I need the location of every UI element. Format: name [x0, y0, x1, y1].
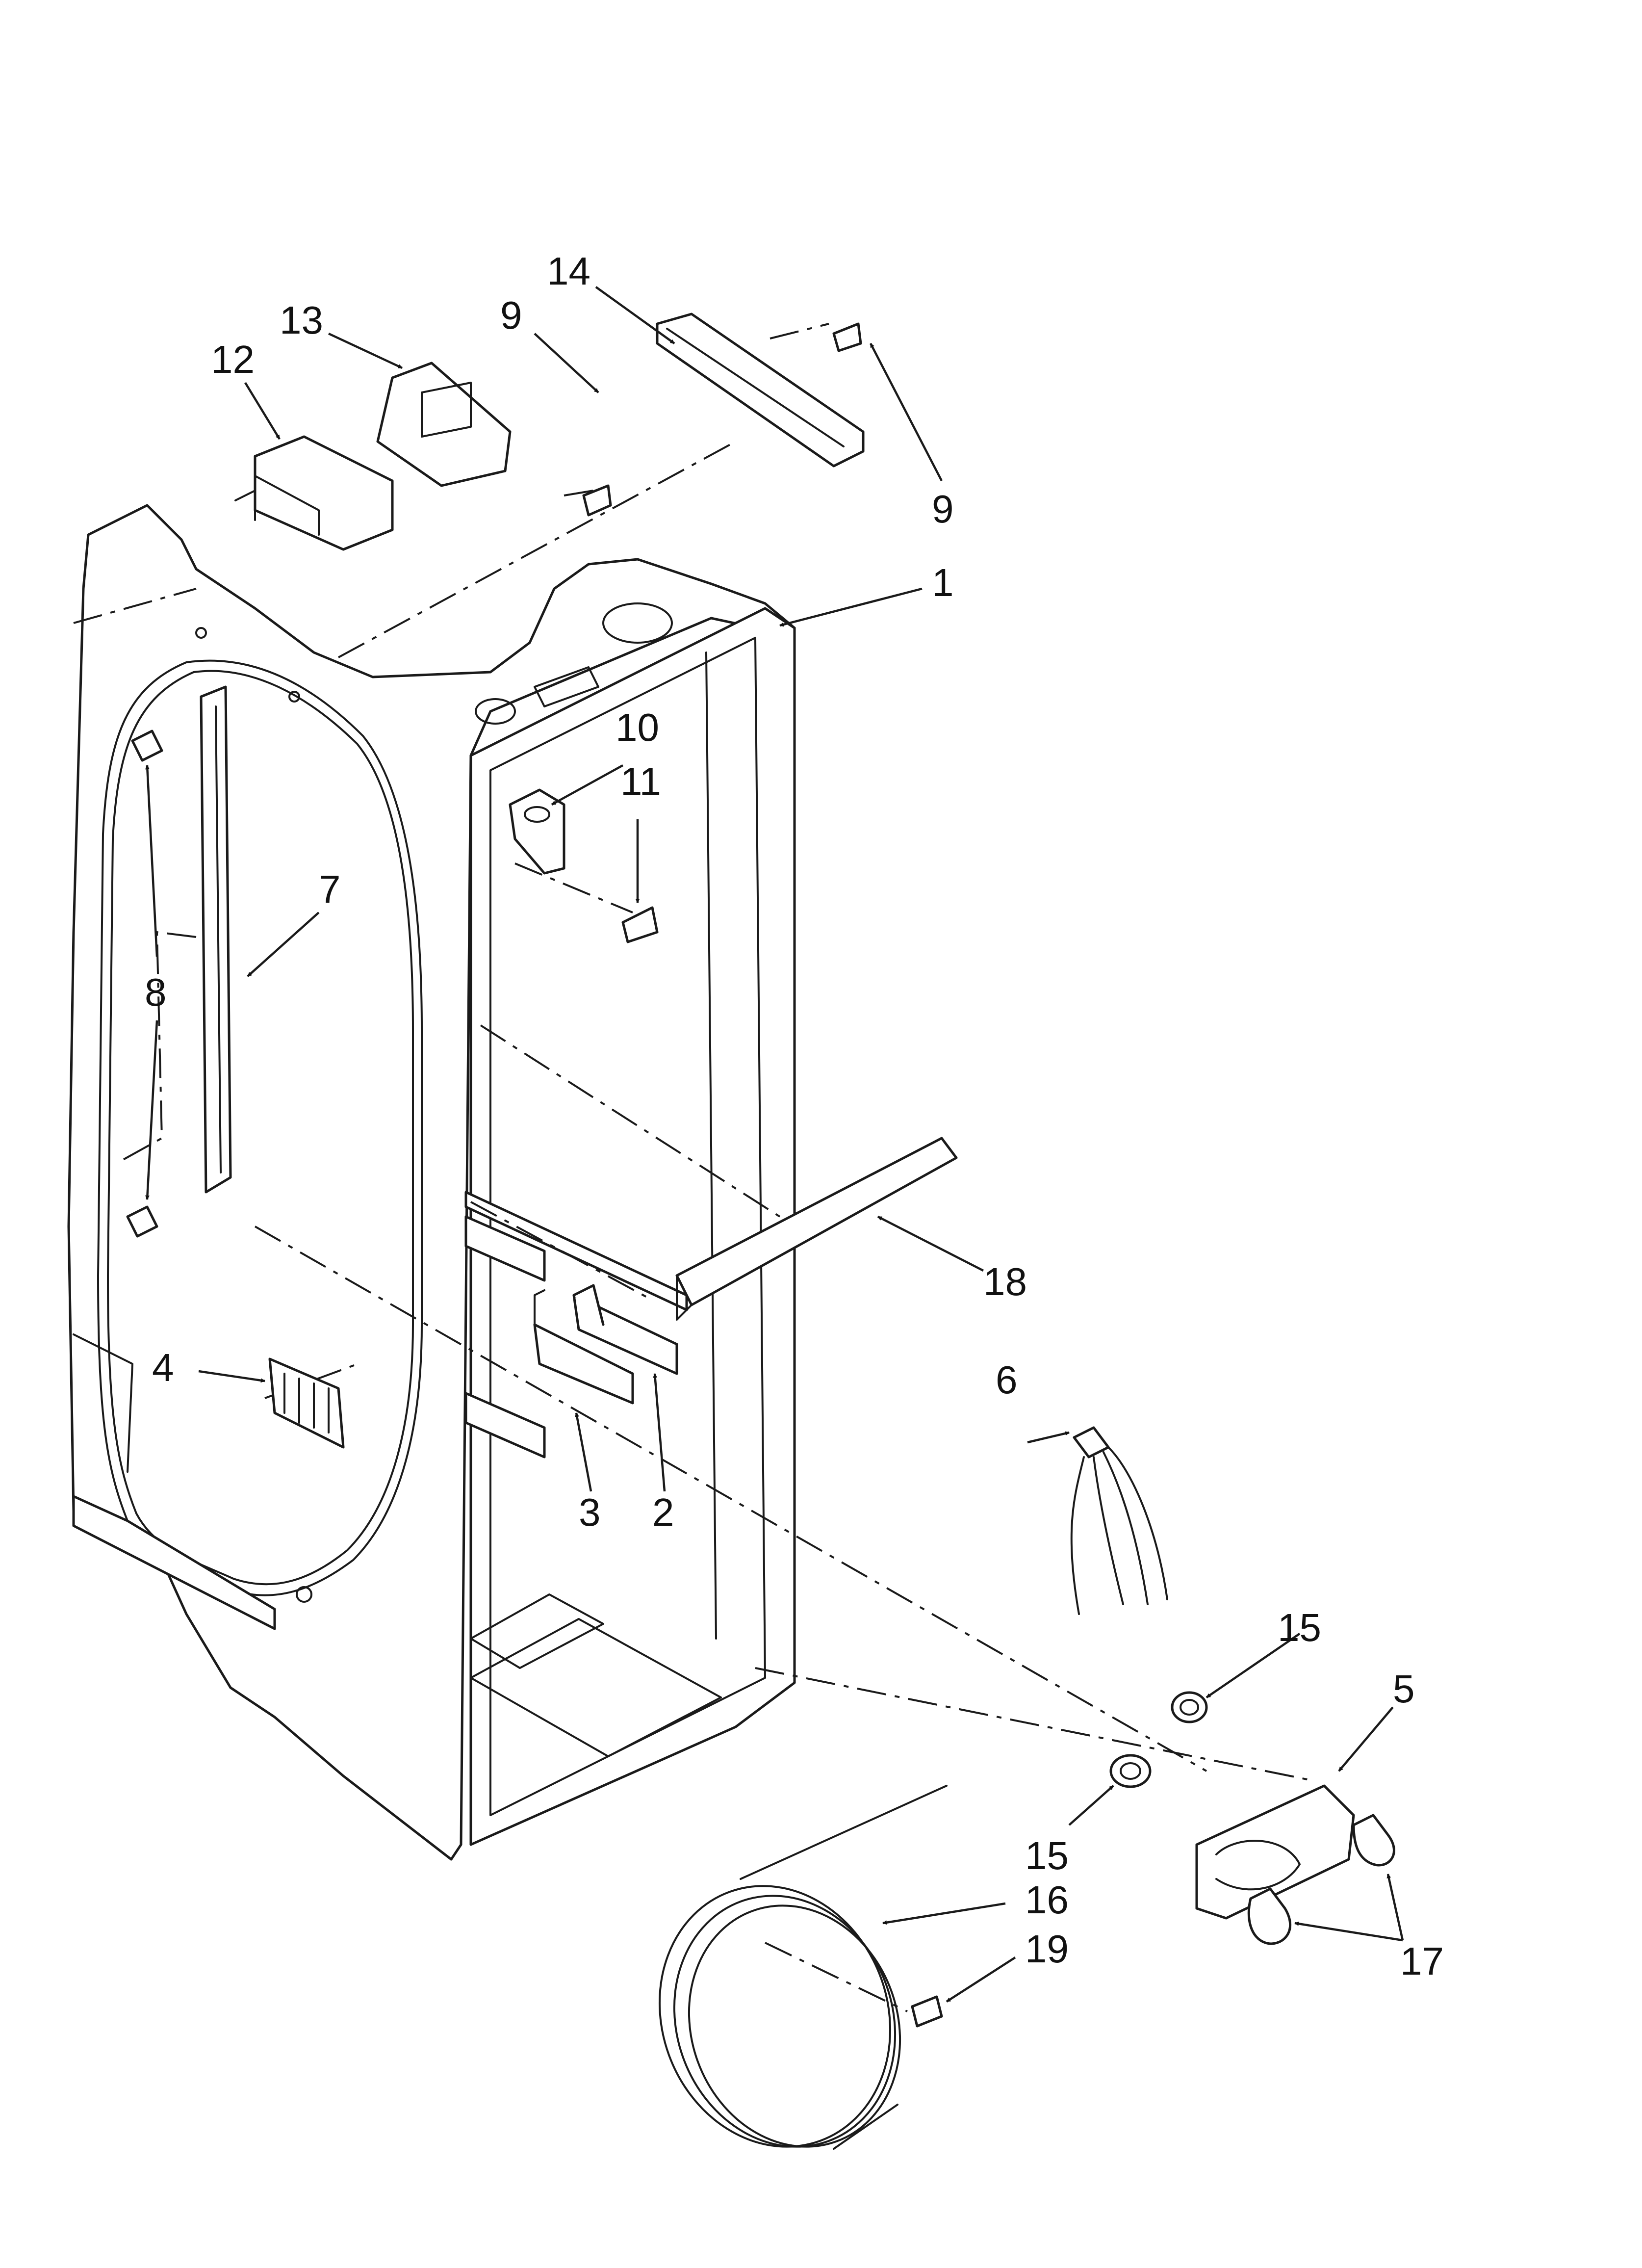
callout-18: 18: [983, 1260, 1027, 1303]
light-housing-5: [1195, 1784, 1355, 1920]
screw-8-top: [131, 730, 163, 762]
top-rail-14: [656, 313, 865, 468]
assembly-lines: [73, 323, 1315, 2012]
callout-labels: 1 2 3 4 5 6 7 8 9 9 10 11 12 13 14 15 15…: [145, 249, 1444, 1983]
bracket-18: [675, 1137, 958, 1321]
bracket-3: [533, 1289, 634, 1405]
control-housing-12: [234, 435, 394, 551]
bracket-10: [509, 788, 565, 875]
callout-14: 14: [547, 249, 590, 293]
callout-4: 4: [152, 1346, 174, 1389]
callout-13: 13: [280, 298, 323, 342]
callout-2: 2: [652, 1490, 674, 1534]
bulb-17-upper: [1352, 1814, 1395, 1867]
screw-8-bottom: [126, 1205, 158, 1238]
screw-9-right: [832, 322, 862, 352]
callout-15-lower: 15: [1025, 1834, 1069, 1877]
callout-17: 17: [1400, 1939, 1444, 1983]
callout-9-top: 9: [500, 293, 522, 337]
bracket-2: [572, 1284, 678, 1375]
callout-9-right: 9: [932, 487, 954, 531]
leader-arrows: [145, 286, 1404, 2003]
grommet-15-lower: [1109, 1754, 1152, 1788]
power-cord-16: [658, 1785, 948, 2150]
callout-6: 6: [996, 1358, 1018, 1402]
callout-7: 7: [319, 867, 341, 911]
callout-5: 5: [1393, 1667, 1415, 1711]
callout-8: 8: [145, 970, 167, 1014]
vent-4: [268, 1357, 345, 1449]
callout-19: 19: [1025, 1927, 1069, 1971]
screw-11: [621, 906, 659, 943]
bracket-13: [376, 362, 512, 487]
grommet-15-upper: [1171, 1691, 1208, 1723]
wire-harness-6: [1070, 1426, 1168, 1615]
bulb-17-lower: [1247, 1887, 1292, 1945]
callout-16: 16: [1025, 1878, 1069, 1922]
cabinet-liner: [67, 504, 796, 1861]
callout-15-upper: 15: [1278, 1606, 1321, 1649]
callout-12: 12: [211, 338, 255, 381]
callout-3: 3: [579, 1490, 601, 1534]
callout-11: 11: [620, 759, 661, 803]
callout-10: 10: [616, 705, 659, 749]
callout-1: 1: [932, 561, 954, 604]
screw-19: [911, 1995, 943, 2028]
vertical-rail-7: [200, 685, 232, 1194]
screw-9-left: [582, 484, 612, 517]
